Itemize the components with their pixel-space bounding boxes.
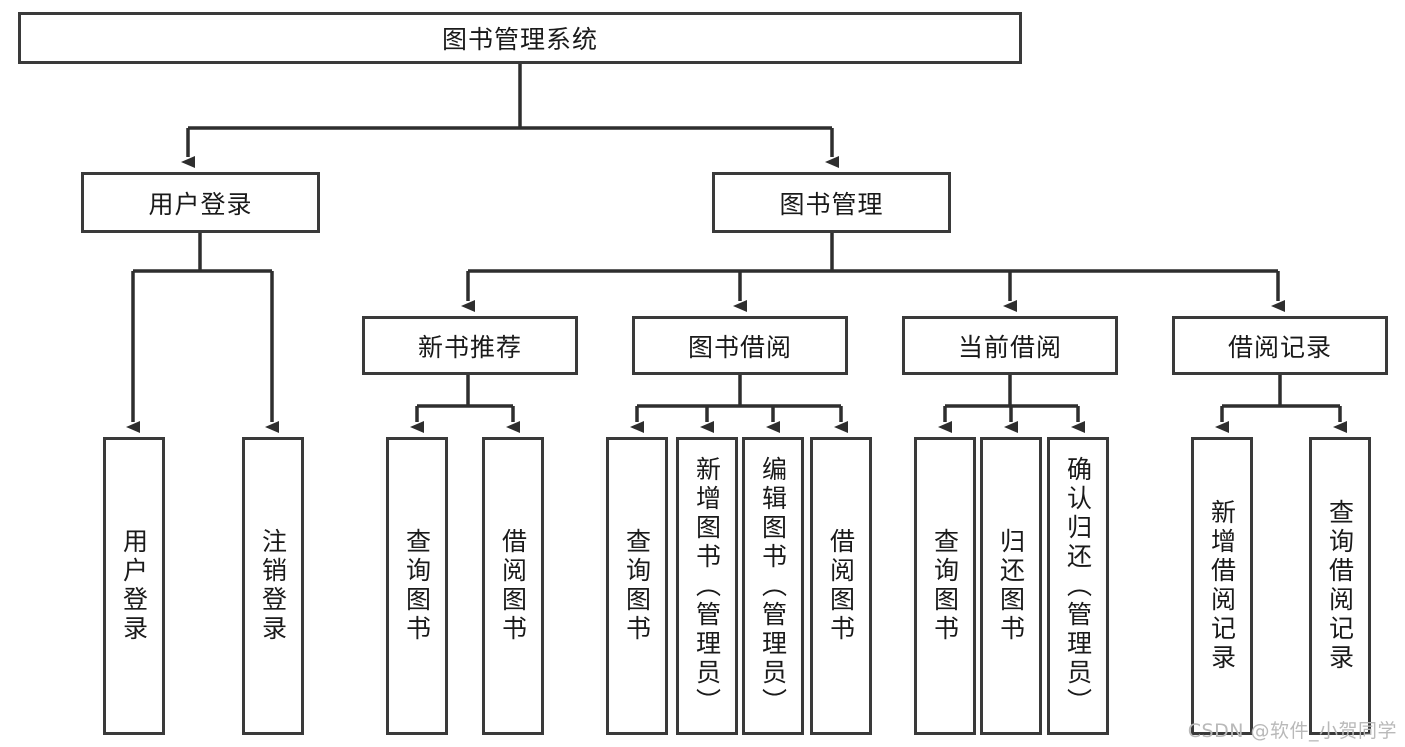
node-leaf-borrow-book-2[interactable]: 借阅图书 [810,437,872,735]
node-leaf-query-book-3[interactable]: 查询图书 [914,437,976,735]
node-leaf-query-borrow-record-label: 查询借阅记录 [1325,499,1355,673]
node-leaf-user-logout-label: 注销登录 [258,528,288,644]
csdn-watermark: CSDN @软件_小贺同学 [1187,720,1397,742]
node-leaf-query-book-1[interactable]: 查询图书 [386,437,448,735]
node-user-login[interactable]: 用户登录 [81,172,320,233]
node-book-borrow-label: 图书借阅 [687,332,792,362]
node-leaf-query-book-2-label: 查询图书 [622,528,652,644]
node-borrow-record[interactable]: 借阅记录 [1172,316,1388,375]
node-leaf-user-login[interactable]: 用户登录 [103,437,165,735]
node-leaf-user-login-label: 用户登录 [119,528,149,644]
node-leaf-return-book[interactable]: 归还图书 [980,437,1042,735]
node-new-book-recommend[interactable]: 新书推荐 [362,316,578,375]
node-leaf-confirm-return-admin[interactable]: 确认归还（管理员） [1047,437,1109,735]
node-leaf-edit-book-admin-label: 编辑图书（管理员） [758,455,788,717]
node-leaf-edit-book-admin[interactable]: 编辑图书（管理员） [742,437,804,735]
node-leaf-return-book-label: 归还图书 [996,528,1026,644]
node-leaf-add-book-admin-label: 新增图书（管理员） [692,455,722,717]
node-leaf-borrow-book-2-label: 借阅图书 [826,528,856,644]
node-leaf-borrow-book-1[interactable]: 借阅图书 [482,437,544,735]
node-leaf-borrow-book-1-label: 借阅图书 [498,528,528,644]
node-new-book-recommend-label: 新书推荐 [417,332,522,362]
node-leaf-add-book-admin[interactable]: 新增图书（管理员） [676,437,738,735]
node-current-borrow[interactable]: 当前借阅 [902,316,1118,375]
node-leaf-query-borrow-record[interactable]: 查询借阅记录 [1309,437,1371,735]
node-borrow-record-label: 借阅记录 [1227,332,1332,362]
node-root[interactable]: 图书管理系统 [18,12,1022,64]
node-current-borrow-label: 当前借阅 [957,332,1062,362]
node-root-label: 图书管理系统 [441,25,598,54]
node-book-manage-label: 图书管理 [779,189,884,219]
node-leaf-user-logout[interactable]: 注销登录 [242,437,304,735]
node-leaf-add-borrow-record[interactable]: 新增借阅记录 [1191,437,1253,735]
node-user-login-label: 用户登录 [148,189,253,219]
node-leaf-add-borrow-record-label: 新增借阅记录 [1207,499,1237,673]
node-leaf-confirm-return-admin-label: 确认归还（管理员） [1063,455,1093,717]
node-leaf-query-book-3-label: 查询图书 [930,528,960,644]
node-book-manage[interactable]: 图书管理 [712,172,951,233]
node-book-borrow[interactable]: 图书借阅 [632,316,848,375]
node-leaf-query-book-1-label: 查询图书 [402,528,432,644]
node-leaf-query-book-2[interactable]: 查询图书 [606,437,668,735]
